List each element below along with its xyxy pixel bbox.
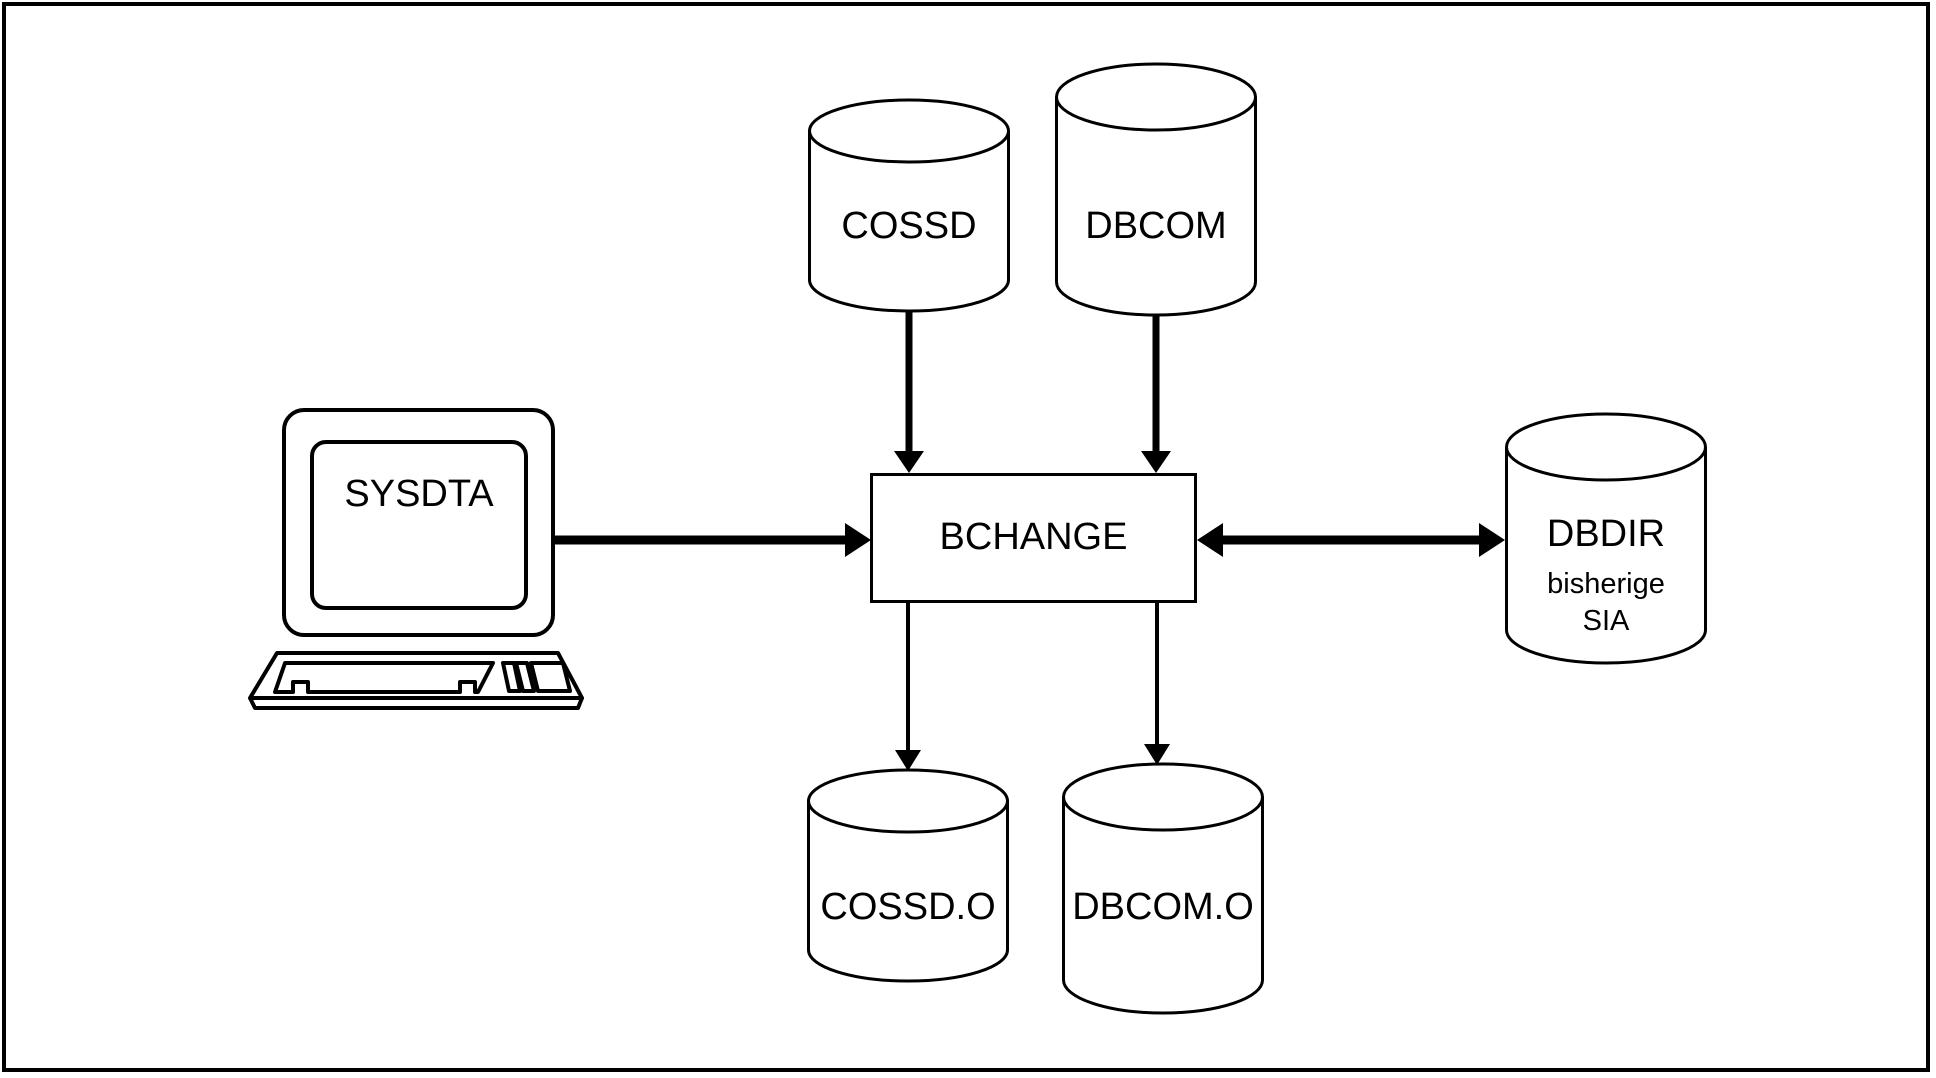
- keyboard-icon: [248, 651, 584, 710]
- cylinder-shape: [807, 768, 1009, 983]
- keyboard-key-wide: [529, 661, 572, 693]
- node-sysdta: SYSDTA: [248, 404, 588, 714]
- edge-bchange-to-cossd-o-arrow: [895, 603, 921, 771]
- node-cossd-o-label: COSSD.O: [820, 886, 996, 929]
- keyboard-key-small-2: [514, 661, 536, 693]
- edge-sysdta-to-bchange-arrow: [552, 523, 871, 557]
- cylinder-top: [808, 98, 1010, 164]
- node-dbcom-o-label: DBCOM.O: [1072, 886, 1254, 929]
- node-cossd-o: COSSD.O: [807, 768, 1009, 983]
- node-bchange: BCHANGE: [870, 473, 1197, 603]
- cylinder-shape: [808, 98, 1010, 313]
- keyboard-keys-area: [273, 661, 495, 694]
- node-sysdta-label: SYSDTA: [344, 473, 494, 516]
- edge-dbcom-to-bchange-arrow: [1141, 300, 1171, 473]
- node-cossd-label: COSSD: [841, 205, 977, 248]
- node-dbdir-label: DBDIR: [1546, 513, 1666, 556]
- cylinder-top: [1505, 412, 1707, 482]
- keyboard-key-small-1: [501, 661, 522, 693]
- cylinder-top: [807, 768, 1009, 834]
- cylinder-top: [1062, 762, 1264, 832]
- cylinder-body: [1505, 447, 1707, 665]
- node-dbcom-o: DBCOM.O: [1062, 762, 1264, 1015]
- node-dbcom: DBCOM: [1055, 62, 1257, 317]
- cylinder-shape: [1505, 412, 1707, 665]
- edge-bchange-to-dbcom-o-arrow: [1144, 603, 1170, 765]
- node-dbdir-sublabel-1: bisherige: [1547, 568, 1665, 601]
- terminal-icon: [248, 408, 584, 710]
- cylinder-top: [1055, 62, 1257, 132]
- cylinder-body: [808, 131, 1010, 313]
- cylinder-body: [1055, 97, 1257, 317]
- cylinder-body: [807, 801, 1009, 983]
- edge-bchange-dbdir-double-arrow: [1197, 523, 1505, 557]
- cylinder-shape: [1062, 762, 1264, 1015]
- monitor-screen: [310, 440, 528, 610]
- node-dbdir: DBDIR bisherige SIA: [1505, 412, 1707, 665]
- node-dbcom-label: DBCOM: [1085, 205, 1227, 248]
- cylinder-body: [1062, 797, 1264, 1015]
- node-bchange-label: BCHANGE: [939, 516, 1128, 559]
- cylinder-shape: [1055, 62, 1257, 317]
- edge-cossd-to-bchange-arrow: [894, 298, 924, 473]
- node-cossd: COSSD: [808, 98, 1010, 313]
- node-dbdir-sublabel-2: SIA: [1582, 605, 1630, 638]
- keyboard-base: [248, 697, 584, 710]
